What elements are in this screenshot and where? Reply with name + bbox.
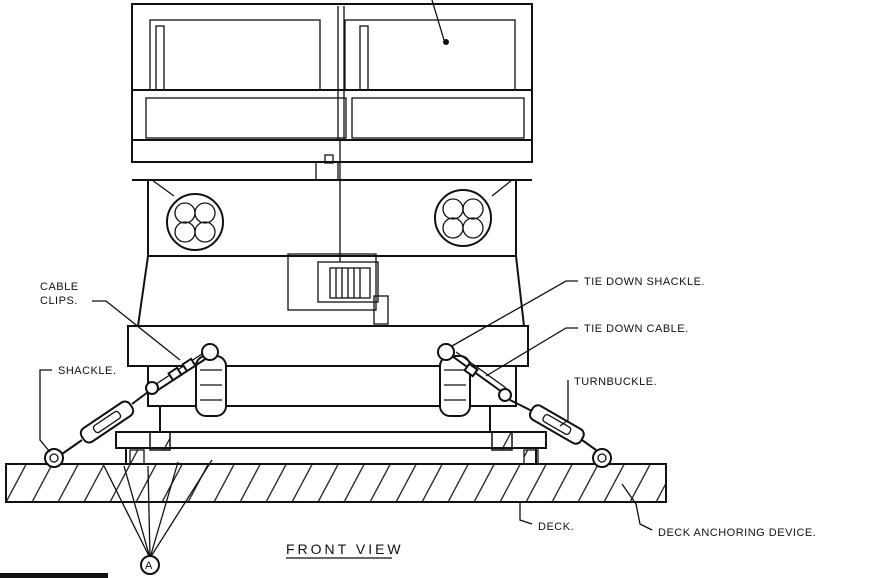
tie-down-left [44,343,219,468]
label-shackle: SHACKLE. [58,365,116,377]
corner-bar [0,573,108,578]
leader-lines [39,0,653,559]
tire-right [439,355,471,417]
label-cable: CABLE [40,281,79,293]
label-tie-down-shackle: TIE DOWN SHACKLE. [584,276,705,288]
tie-down-right [437,343,612,468]
label-cable-clips: CLIPS. [40,295,78,307]
callout-a-letter: A [145,560,153,572]
deck [5,463,667,503]
callout-a: A [140,555,160,575]
label-deck-anchoring-device: DECK ANCHORING DEVICE. [658,527,816,539]
drawing-title: FRONT VIEW [286,541,404,557]
vehicle-body [115,3,547,465]
label-turnbuckle: TURNBUCKLE. [574,376,657,388]
tire-left [195,355,227,417]
headlight-right [434,189,492,247]
label-tie-down-cable: TIE DOWN CABLE. [584,323,689,335]
headlight-left [166,193,224,251]
label-deck: DECK. [538,521,574,533]
